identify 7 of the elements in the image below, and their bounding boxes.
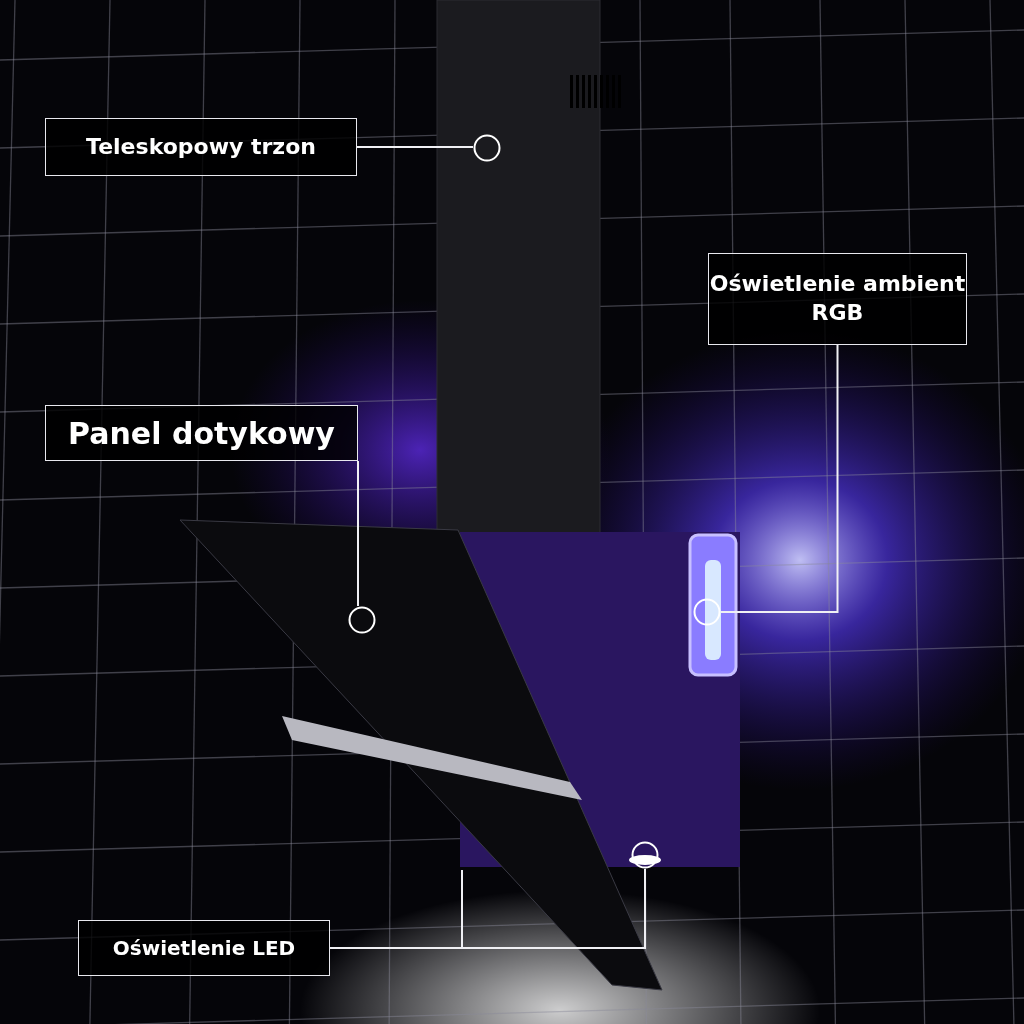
leader-line — [356, 146, 474, 148]
callout-label: Oświetlenie LED — [78, 920, 330, 976]
callout-label: Teleskopowy trzon — [45, 118, 357, 176]
callout-label: Panel dotykowy — [45, 405, 358, 461]
leader-line — [357, 460, 359, 607]
leader-line — [720, 344, 839, 613]
callout-label: Oświetlenie ambient RGB — [708, 253, 967, 345]
